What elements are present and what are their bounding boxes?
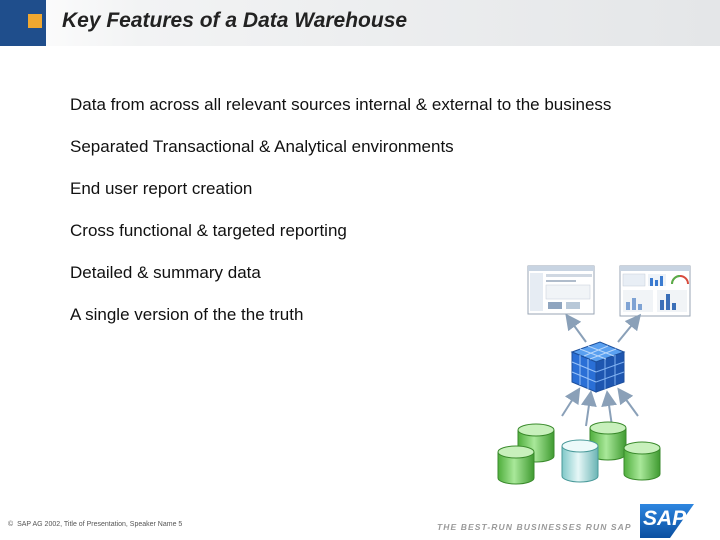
title-bar: Key Features of a Data Warehouse <box>0 0 720 46</box>
sap-logo-icon <box>640 504 694 538</box>
arrows-to-cube <box>561 387 639 427</box>
copyright-symbol: © <box>8 521 14 528</box>
arrows-to-reports <box>565 313 642 343</box>
copyright-text: SAP AG 2002, Title of Presentation, Spea… <box>17 521 183 528</box>
report-screenshot-icon <box>527 265 595 315</box>
sap-logo-text: SAP <box>643 507 687 530</box>
database-cylinder-icon <box>561 439 599 483</box>
bullet-item: Data from across all relevant sources in… <box>70 95 612 114</box>
bullet-item: Separated Transactional & Analytical env… <box>70 137 454 156</box>
bullet-item: A single version of the the truth <box>70 305 304 324</box>
footer-tagline: THE BEST-RUN BUSINESSES RUN SAP <box>437 522 632 532</box>
bullet-item: Detailed & summary data <box>70 263 261 282</box>
slide-title: Key Features of a Data Warehouse <box>62 9 408 32</box>
database-cylinder-icon <box>623 441 661 481</box>
bullet-item: End user report creation <box>70 179 253 198</box>
database-cylinder-icon <box>589 421 627 461</box>
database-cylinder-icon <box>497 445 535 485</box>
data-warehouse-illustration <box>497 265 691 485</box>
bullet-item: Cross functional & targeted reporting <box>70 221 347 240</box>
bullet-list: Data from across all relevant sources in… <box>70 93 670 345</box>
title-bullet-square <box>28 14 42 28</box>
data-cube-icon <box>570 341 626 393</box>
footer-copyright: © SAP AG 2002, Title of Presentation, Sp… <box>8 521 182 528</box>
dashboard-screenshot-icon <box>619 265 691 317</box>
